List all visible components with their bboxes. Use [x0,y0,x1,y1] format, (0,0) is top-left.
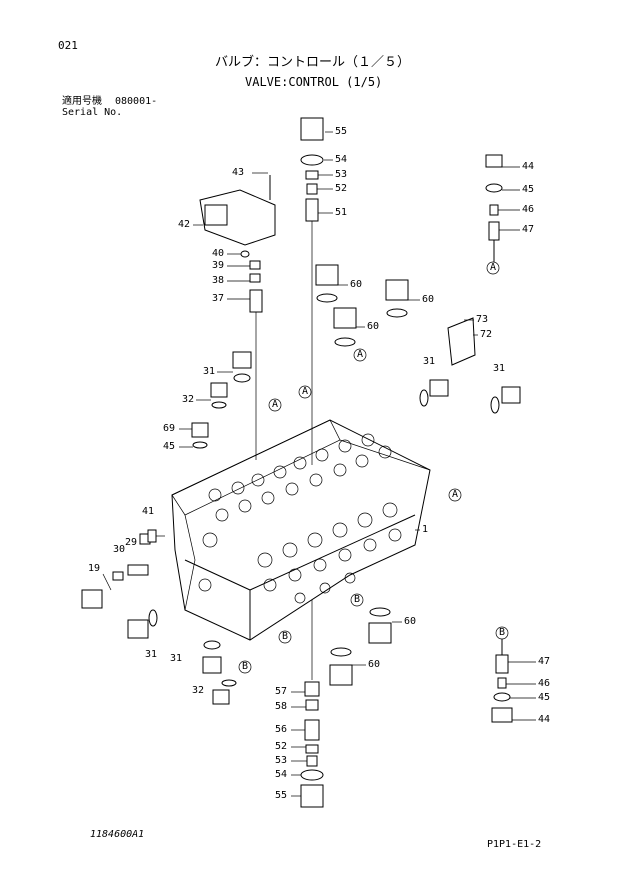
title-english: VALVE:CONTROL (1/5) [245,75,383,89]
callout-a-2: A [302,386,309,397]
spool-column-top [300,117,324,465]
part-label-47-top: 47 [522,224,535,235]
part-label-44-bottom: 44 [538,714,551,725]
part-label-31c: 31 [493,363,506,374]
part-label-32a: 32 [182,394,195,405]
callout-a-3: A [357,349,364,360]
part-label-44-top: 44 [522,161,535,172]
part-label-55: 55 [335,126,348,137]
part-label-69: 69 [163,423,176,434]
part-label-60b: 60 [422,294,435,305]
part-label-40: 40 [212,248,225,259]
left-plugs [191,351,521,449]
spool-column-bottom [300,600,324,808]
part-label-57: 57 [275,686,288,697]
callout-markers [238,261,509,674]
part-label-60c: 60 [367,321,380,332]
callout-a-1: A [272,399,279,410]
part-label-19: 19 [88,563,101,574]
part-label-31e: 31 [170,653,183,664]
part-label-60e: 60 [368,659,381,670]
part-label-39: 39 [212,260,225,271]
part-label-52-bottom: 52 [275,741,288,752]
page-code: P1P1-E1-2 [487,839,542,850]
title-japanese: バルブ：コントロール（１／５） [215,55,411,70]
page-number: 021 [58,39,78,52]
part-label-41: 41 [142,506,155,517]
callout-b-4: B [499,627,506,638]
valve-body [171,419,431,641]
part-label-47-bottom: 47 [538,656,551,667]
part-label-60d: 60 [404,616,417,627]
part-label-31a: 31 [203,366,216,377]
side-parts [81,529,237,705]
right-cover-assembly [447,154,503,366]
part-label-73: 73 [476,314,489,325]
leader-lines [102,131,536,797]
part-label-54: 54 [335,154,348,165]
serial-label-en: Serial No. [62,107,123,118]
part-label-56: 56 [275,724,288,735]
part-label-43: 43 [232,167,245,178]
callout-a-5: A [490,262,497,273]
drawing-number: 1184600A1 [90,829,145,840]
part-label-45-bottom: 45 [538,692,551,703]
lower-right-assembly [491,639,513,723]
serial-label-jp: 適用号機 [62,96,102,107]
part-label-72: 72 [480,329,493,340]
callout-a-4: A [452,489,459,500]
part-label-29: 29 [125,537,138,548]
plugs-60 [315,264,409,686]
part-label-51: 51 [335,207,348,218]
part-label-1: 1 [422,524,429,535]
callout-b-3: B [242,661,249,672]
solenoid-assembly [199,175,276,460]
part-label-46-bottom: 46 [538,678,551,689]
part-label-45-left: 45 [163,441,176,452]
part-label-37: 37 [212,293,225,304]
part-label-42: 42 [178,219,191,230]
part-label-53: 53 [335,169,348,180]
part-label-54-bottom: 54 [275,769,288,780]
part-label-38: 38 [212,275,225,286]
callout-b-2: B [282,631,289,642]
part-label-55-bottom: 55 [275,790,288,801]
part-label-52: 52 [335,183,348,194]
part-label-32b: 32 [192,685,205,696]
part-label-58: 58 [275,701,288,712]
part-label-46-top: 46 [522,204,535,215]
part-label-45-top: 45 [522,184,535,195]
callout-b-1: B [354,594,361,605]
part-label-53-bottom: 53 [275,755,288,766]
part-label-30: 30 [113,544,126,555]
serial-value: 080001- [115,96,158,107]
part-label-60a: 60 [350,279,363,290]
part-label-31d: 31 [145,649,158,660]
part-label-31b: 31 [423,356,436,367]
